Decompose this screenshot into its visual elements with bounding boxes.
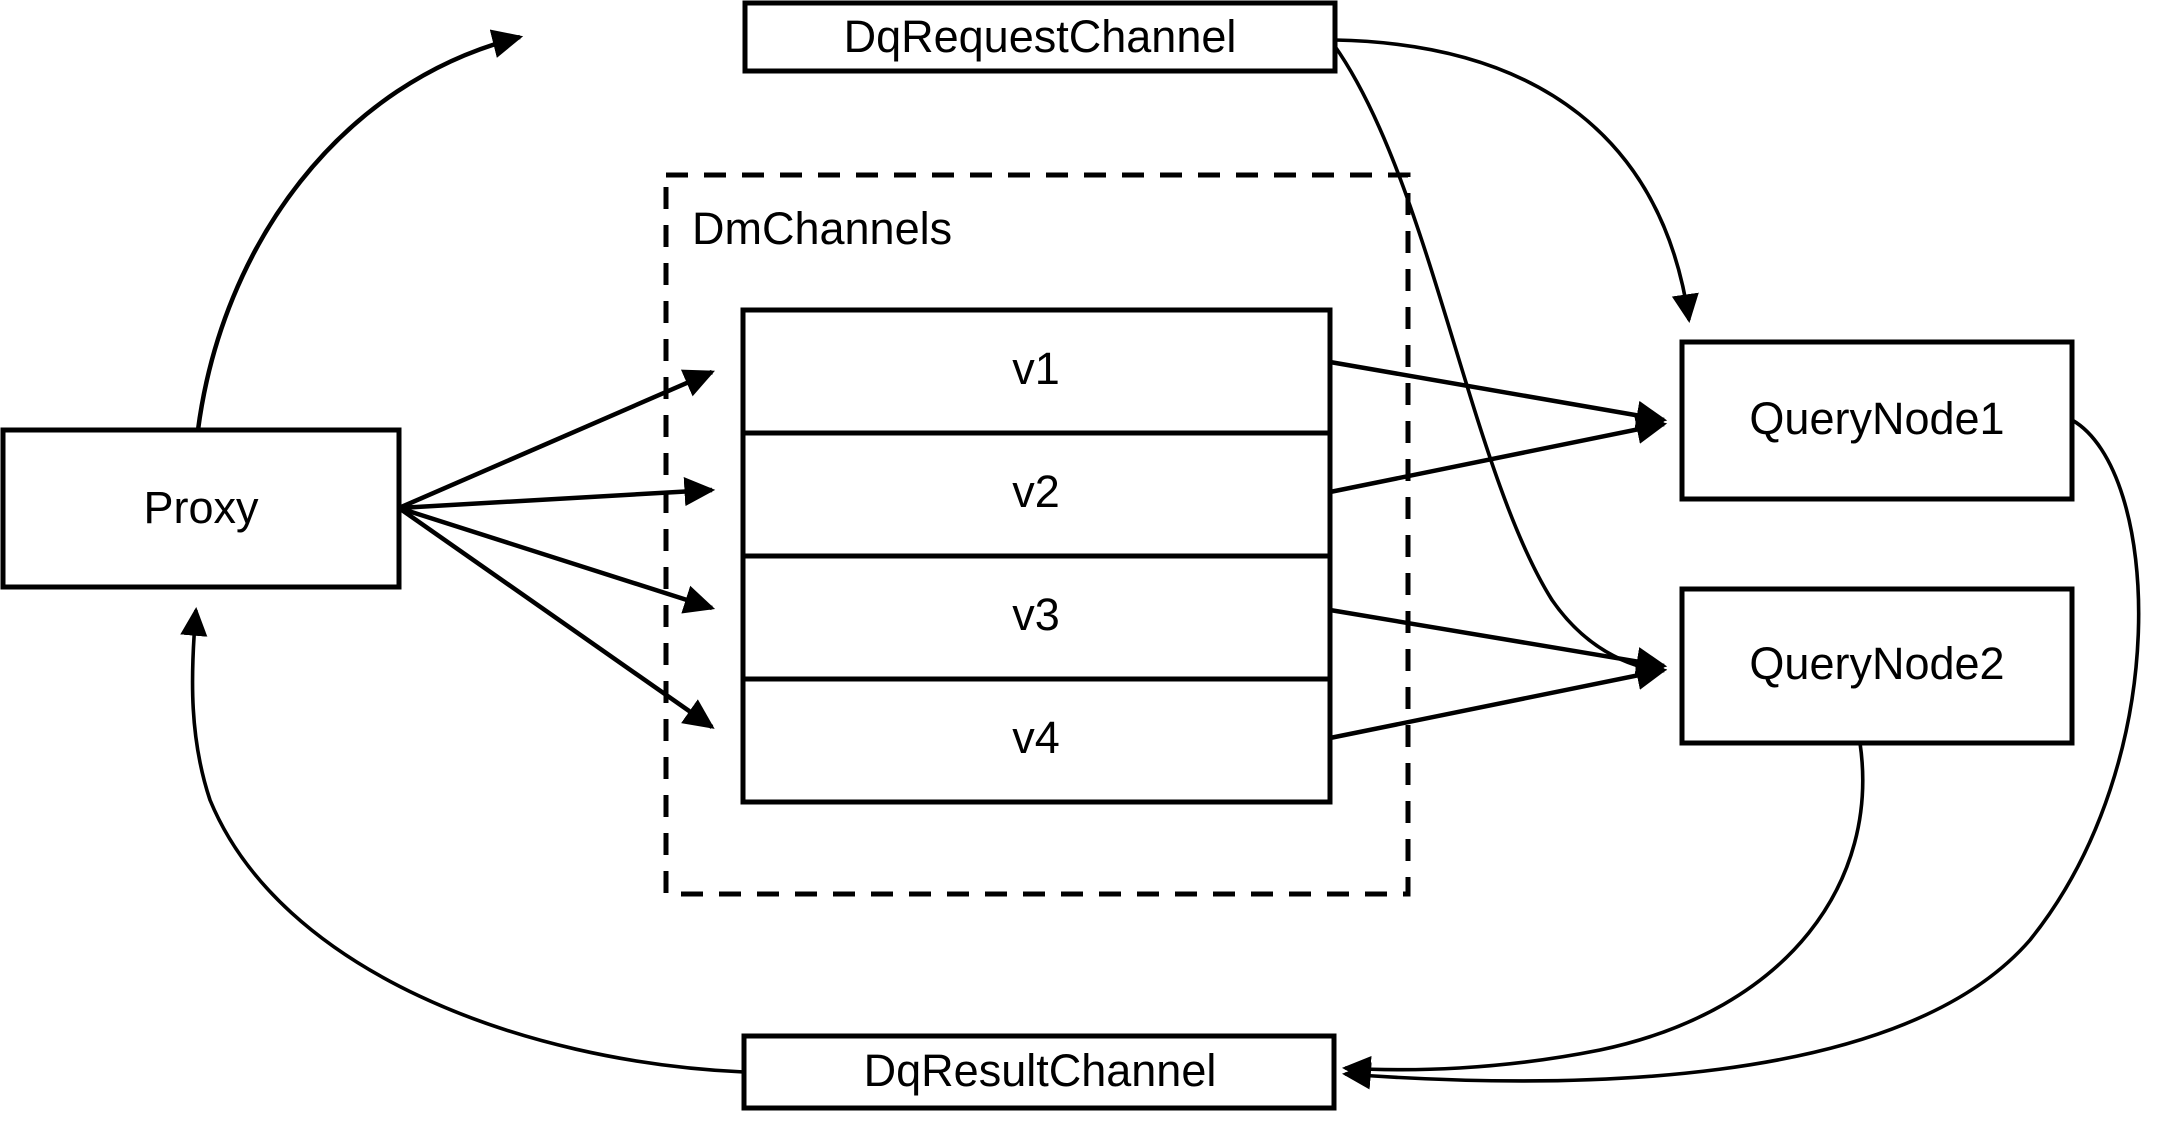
edge-v2-to-querynode1 xyxy=(1329,415,1668,495)
edge-proxy-to-v4 xyxy=(397,506,715,729)
edge-querynode1-to-dqresultchannel xyxy=(1341,418,2141,1090)
node-dqresultchannel-box[interactable] xyxy=(741,1033,1337,1111)
node-dqrequestchannel-box[interactable] xyxy=(742,0,1338,74)
node-proxy-box[interactable] xyxy=(0,427,402,590)
node-querynode2-label: QueryNode2 xyxy=(1749,638,2004,689)
edge-v3-to-querynode2 xyxy=(1329,607,1668,676)
dmchannels-group-box xyxy=(663,172,1411,897)
edge-dqrequestchannel-to-querynode1 xyxy=(1334,38,1699,323)
node-querynode1-box[interactable] xyxy=(1679,339,2075,502)
edge-dqrequestchannel-to-querynode2 xyxy=(1332,43,1668,684)
edge-proxy-to-v2 xyxy=(398,477,716,511)
dmchannels-group-label: DmChannels xyxy=(692,203,952,254)
edge-proxy-to-dqrequestchannel xyxy=(195,29,524,431)
dmchannel-row-v4[interactable]: v4 xyxy=(1012,712,1060,763)
edge-v4-to-querynode2 xyxy=(1329,661,1668,741)
edge-dqresultchannel-to-proxy xyxy=(180,606,745,1074)
dmchannel-row-v2[interactable]: v2 xyxy=(1012,466,1060,517)
edge-v1-to-querynode1 xyxy=(1329,359,1668,430)
dmchannel-row-v1[interactable]: v1 xyxy=(1012,343,1060,394)
edge-proxy-to-v3 xyxy=(398,505,716,614)
edge-proxy-to-v1 xyxy=(398,369,715,511)
node-dqresultchannel-label: DqResultChannel xyxy=(864,1045,1217,1096)
edge-querynode2-to-dqresultchannel xyxy=(1341,742,1865,1084)
node-querynode2-box[interactable] xyxy=(1679,586,2075,746)
dmchannel-row-v3[interactable]: v3 xyxy=(1012,589,1060,640)
node-querynode1-label: QueryNode1 xyxy=(1749,393,2004,444)
node-dqrequestchannel-label: DqRequestChannel xyxy=(844,11,1237,62)
node-proxy-label: Proxy xyxy=(143,482,259,533)
